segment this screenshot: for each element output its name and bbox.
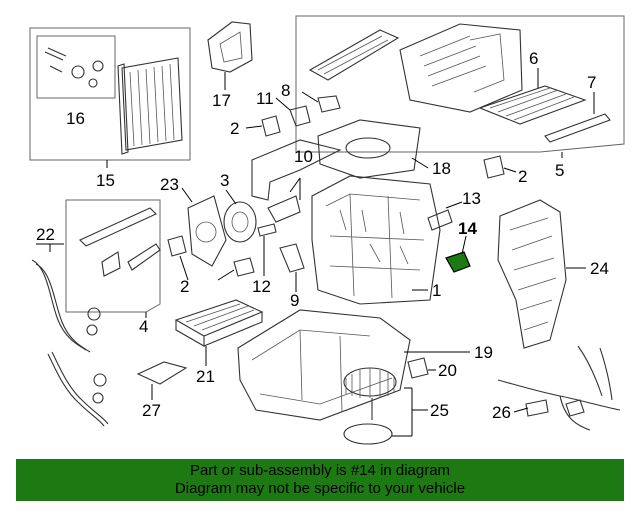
part-4-seals (79, 207, 161, 277)
part-upper-housing (399, 23, 523, 113)
callout-26: 26 (492, 403, 511, 422)
banner-line-2: Diagram may not be specific to your vehi… (174, 480, 466, 497)
parts-diagram: 1 2 2 2 3 4 5 6 7 8 9 10 11 12 13 14 15 … (29, 15, 625, 445)
part-18-housing (317, 119, 421, 179)
callout-27: 27 (142, 401, 161, 420)
callout-3: 3 (220, 171, 229, 190)
callout-6: 6 (529, 49, 538, 68)
part-1-hvac-case (311, 175, 441, 305)
part-6-cabin-filter (478, 85, 587, 125)
part-26-wiring-harness (497, 345, 621, 431)
part-9-bracket (279, 243, 305, 273)
part-13-sensor (427, 209, 453, 231)
part-8-sensor (317, 95, 341, 113)
part-24-housing (497, 199, 567, 349)
part-19-lower-case (237, 309, 411, 421)
part-16-fittings (44, 47, 104, 88)
callout-4: 4 (139, 317, 148, 336)
part-25-blower-motor (343, 367, 397, 445)
group-box-5 (295, 15, 625, 153)
callout-18: 18 (432, 159, 451, 178)
leader-14 (461, 235, 467, 255)
group-box-16 (36, 35, 116, 99)
callout-5: 5 (555, 161, 564, 180)
part-23-blend-door (187, 195, 227, 267)
part-actuator-left (167, 235, 187, 257)
banner-line-1: Part or sub-assembly is #14 in diagram (189, 462, 451, 479)
callout-8: 8 (281, 81, 290, 100)
callout-16: 16 (66, 109, 85, 128)
callout-7: 7 (587, 73, 596, 92)
part-17-duct (207, 21, 253, 73)
part-2-actuator-b (233, 257, 255, 277)
part-2-actuator-c (483, 155, 505, 179)
part-info-banner: Part or sub-assembly is #14 in diagram D… (16, 459, 624, 501)
callout-14-highlighted[interactable]: 14 (458, 219, 477, 238)
callout-11: 11 (256, 89, 274, 108)
callout-23: 23 (160, 175, 179, 194)
callout-13: 13 (462, 189, 481, 208)
callout-9: 9 (290, 291, 299, 310)
part-15-evaporator-core (117, 57, 183, 155)
part-filter-door (308, 29, 400, 81)
callout-20: 20 (438, 361, 457, 380)
callout-15: 15 (96, 171, 115, 190)
part-3-actuator-motor (223, 201, 257, 243)
part-20-resistor (407, 357, 429, 379)
part-27-seal (136, 361, 188, 385)
part-2-actuator-a (261, 115, 281, 137)
part-12-clip (257, 223, 277, 237)
callout-17: 17 (212, 91, 231, 110)
callout-10: 10 (294, 147, 313, 166)
callout-2-right: 2 (518, 167, 527, 186)
part-11-actuator (289, 105, 311, 127)
callout-22: 22 (36, 225, 55, 244)
group-box-15 (29, 27, 191, 161)
callout-21: 21 (196, 367, 215, 386)
callout-19: 19 (474, 343, 493, 362)
part-10-duct (251, 139, 342, 201)
part-14-highlighted[interactable] (445, 251, 471, 273)
callout-25: 25 (430, 401, 449, 420)
callout-2-upper-left: 2 (230, 119, 239, 138)
part-7-filter-cover (544, 113, 611, 143)
group-box-4 (65, 199, 161, 313)
callout-24: 24 (590, 259, 609, 278)
part-21-heater-core (174, 299, 264, 347)
part-22-refrigerant-lines (31, 259, 109, 427)
part-linkage (267, 195, 301, 223)
callout-12: 12 (252, 277, 271, 296)
callout-1: 1 (432, 281, 441, 300)
callout-2-lower: 2 (180, 277, 189, 296)
